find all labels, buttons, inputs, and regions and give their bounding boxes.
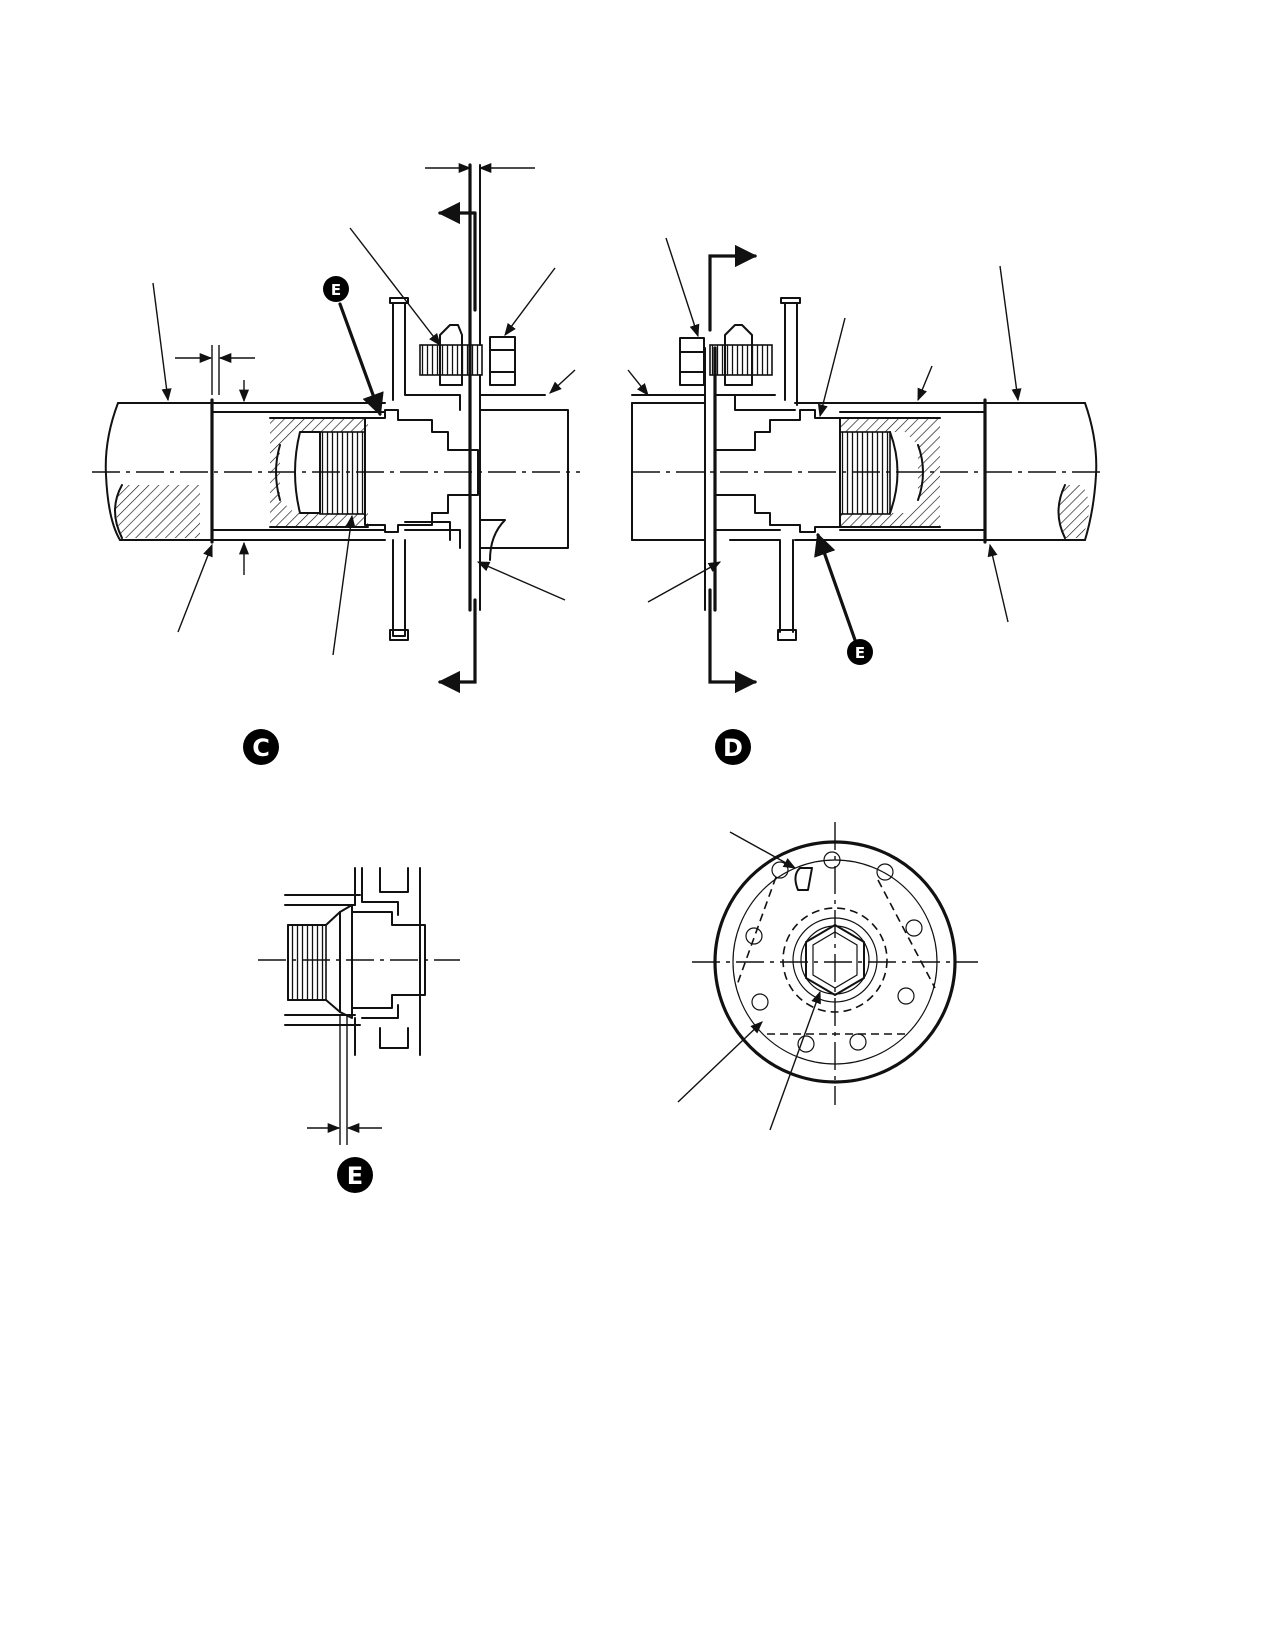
callout-d: D	[715, 729, 751, 765]
svg-text:E: E	[855, 644, 865, 662]
svg-text:D: D	[723, 734, 743, 762]
callout-e-ref-c: E	[323, 276, 349, 302]
svg-text:C: C	[252, 734, 270, 762]
flange-end-view	[677, 822, 978, 1131]
callout-e: E	[337, 1157, 373, 1193]
callout-e-ref-d: E	[847, 639, 873, 665]
callout-c: C	[243, 729, 279, 765]
svg-text:E: E	[347, 1162, 363, 1190]
view-c-shaft-coupling	[92, 162, 580, 694]
svg-text:E: E	[331, 281, 341, 299]
view-d-shaft-coupling	[627, 237, 1100, 694]
view-e-detail	[258, 867, 460, 1145]
